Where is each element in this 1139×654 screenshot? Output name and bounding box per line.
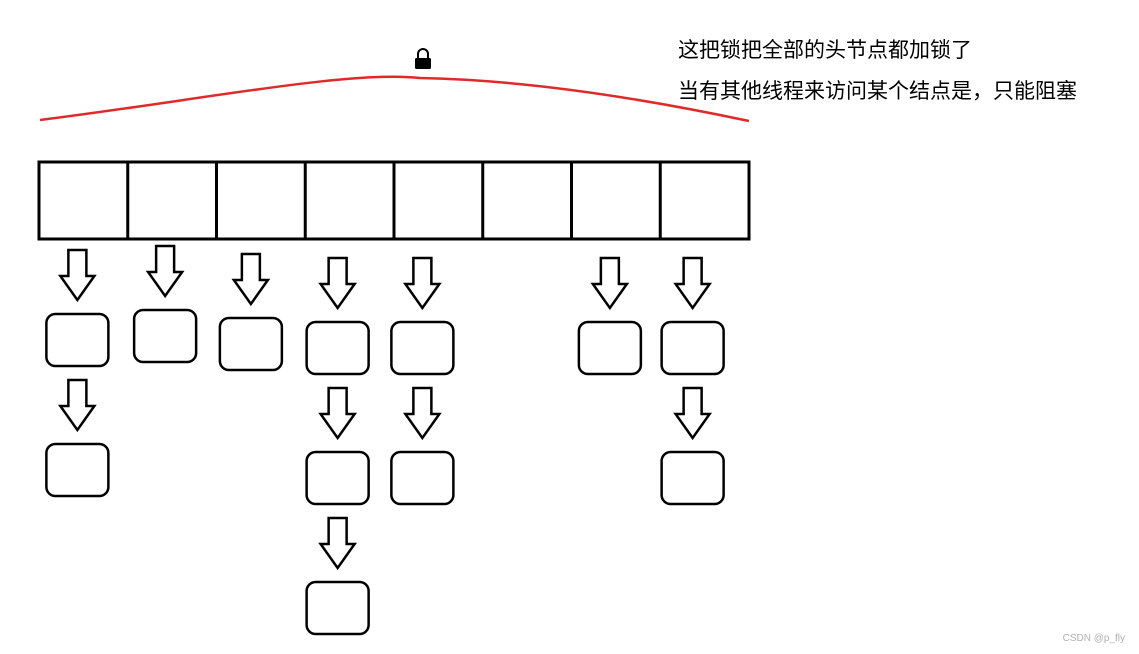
list-node	[45, 312, 110, 368]
list-node	[305, 580, 370, 636]
down-arrow-icon	[318, 386, 358, 441]
down-arrow-icon	[57, 248, 97, 303]
bucket-array	[37, 160, 751, 241]
down-arrow-icon	[231, 252, 271, 307]
down-arrow-icon	[673, 256, 713, 311]
chain-bucket-8	[660, 256, 725, 506]
list-node	[305, 320, 370, 376]
annotation-line-1: 这把锁把全部的头节点都加锁了	[678, 38, 972, 62]
list-node	[218, 316, 284, 372]
down-arrow-icon	[402, 256, 442, 311]
down-arrow-icon	[590, 256, 630, 311]
lock-icon	[415, 48, 431, 69]
down-arrow-icon	[318, 256, 358, 311]
list-node	[577, 320, 643, 376]
down-arrow-icon	[318, 516, 358, 571]
down-arrow-icon	[402, 386, 442, 441]
list-node	[45, 442, 110, 498]
down-arrow-icon	[57, 378, 97, 433]
chain-bucket-3	[218, 252, 284, 372]
chain-bucket-5	[390, 256, 455, 506]
chain-bucket-2	[132, 244, 198, 364]
list-node	[305, 450, 370, 506]
chain-bucket-1	[45, 248, 110, 498]
lock-scope-curve	[39, 75, 750, 123]
chain-bucket-4	[305, 256, 370, 636]
annotation-line-2: 当有其他线程来访问某个结点是，只能阻塞	[678, 79, 1077, 103]
down-arrow-icon	[145, 244, 185, 299]
list-node	[390, 320, 455, 376]
chain-bucket-7	[577, 256, 643, 376]
list-node	[660, 450, 725, 506]
node-chains	[45, 244, 725, 636]
down-arrow-icon	[673, 386, 713, 441]
list-node	[132, 308, 198, 364]
watermark: CSDN @p_fly	[1062, 633, 1125, 644]
list-node	[390, 450, 455, 506]
list-node	[660, 320, 725, 376]
